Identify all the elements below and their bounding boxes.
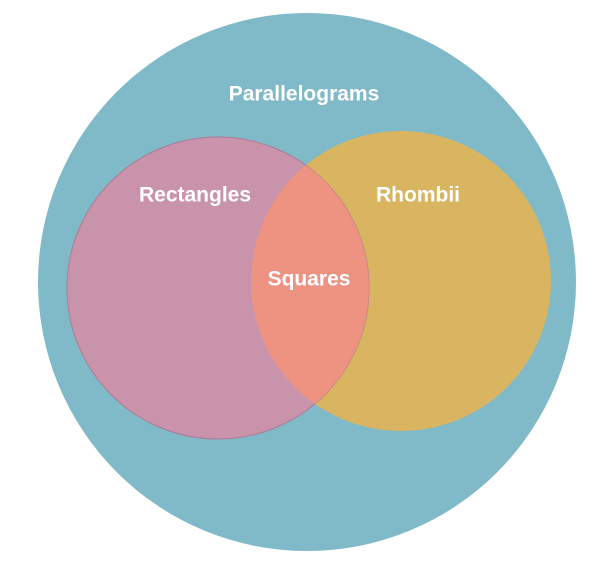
squares-intersection [251,137,369,431]
rectangles-label: Rectangles [139,184,251,207]
parallelograms-label: Parallelograms [229,83,380,106]
squares-label: Squares [268,268,351,291]
rhombii-label: Rhombii [376,184,460,207]
